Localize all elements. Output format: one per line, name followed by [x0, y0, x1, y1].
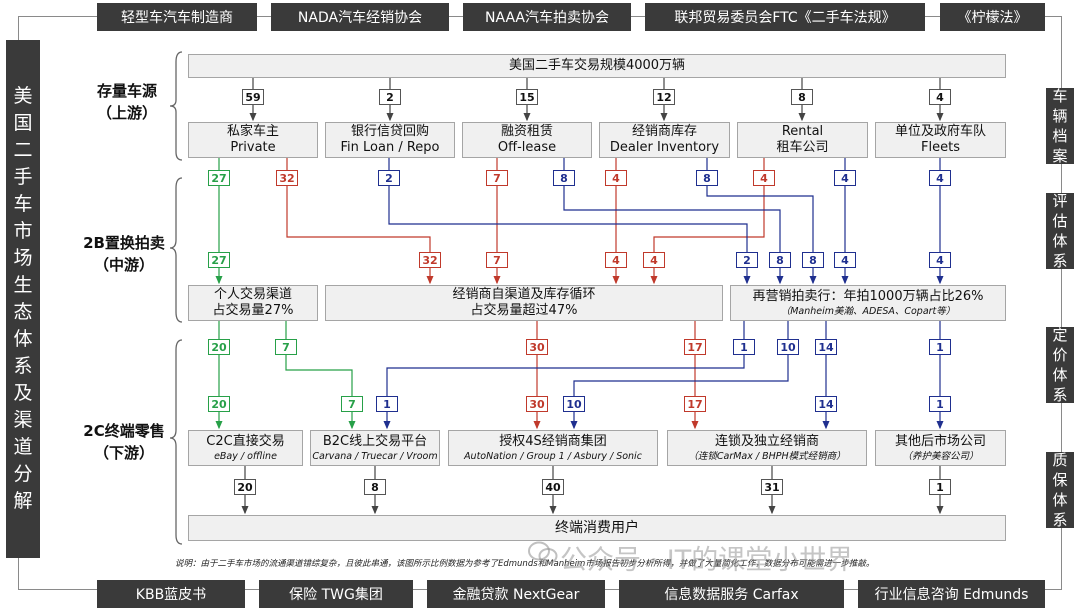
flow-a2-red1: 32	[419, 252, 441, 268]
flow-a2-b4: 4	[834, 252, 856, 268]
flow-b2-blue2: 10	[563, 396, 585, 412]
top-org-1: 轻型车汽车制造商	[97, 3, 257, 31]
top-org-4: 联邦贸易委员会FTC《二手车法规》	[645, 3, 925, 31]
flow-a1-blue4: 4	[834, 170, 856, 186]
flow-b1-blue2: 10	[777, 339, 799, 355]
retail-aftermarket: 其他后市场公司（养护美容公司）	[875, 430, 1006, 466]
footnote: 说明：由于二手车市场的流通渠道错综复杂，且彼此串通，该图所示比例数据为参考了Ed…	[175, 559, 875, 569]
flow-a2-b1: 2	[736, 252, 758, 268]
flow-a2-green: 27	[208, 252, 230, 268]
flow-b2-blue1: 1	[376, 396, 398, 412]
flow-a1-red2: 7	[486, 170, 508, 186]
count-b2c: 8	[364, 479, 386, 495]
flow-a1-blue5: 4	[929, 170, 951, 186]
flow-a1-red4: 4	[753, 170, 775, 186]
right-item-pricing: 定价体系	[1046, 326, 1074, 404]
flow-a1-blue2: 8	[553, 170, 575, 186]
flow-a1-red3: 4	[605, 170, 627, 186]
right-item-evaluation: 评估体系	[1046, 192, 1074, 270]
top-org-2: NADA汽车经销协会	[271, 3, 449, 31]
left-title: 美国二手车市场生态体系及渠道分解	[6, 40, 40, 558]
market-total-box: 美国二手车交易规模4000万辆	[188, 54, 1006, 78]
count-4s: 40	[542, 479, 564, 495]
flow-b2-blue3: 14	[815, 396, 837, 412]
channel-auction: 再营销拍卖行：年拍1000万辆占比26%（Manheim美瀚、ADESA、Cop…	[730, 285, 1006, 321]
flow-b2-red2: 17	[684, 396, 706, 412]
flow-b2-green1: 20	[208, 396, 230, 412]
stage-upstream: 存量车源（上游）	[96, 82, 157, 122]
count-off-lease: 15	[516, 89, 538, 105]
count-c2c: 20	[234, 479, 256, 495]
top-org-5: 《柠檬法》	[940, 3, 1045, 31]
count-aftermarket: 1	[929, 479, 951, 495]
end-consumer-box: 终端消费用户	[188, 515, 1006, 541]
flow-a1-red: 32	[276, 170, 298, 186]
flow-a2-red2: 7	[486, 252, 508, 268]
count-rental: 8	[791, 89, 813, 105]
count-dealer-inventory: 12	[653, 89, 675, 105]
right-item-warranty: 质保体系	[1046, 451, 1074, 529]
flow-b1-green1: 20	[208, 339, 230, 355]
flow-a2-b3: 8	[802, 252, 824, 268]
flow-a2-red4: 4	[643, 252, 665, 268]
bottom-service-1: KBB蓝皮书	[97, 580, 245, 608]
flow-b1-blue1: 1	[733, 339, 755, 355]
count-private: 59	[242, 89, 264, 105]
stage-downstream: 2C终端零售（下游）	[83, 422, 165, 462]
bottom-service-3: 金融贷款 NextGear	[427, 580, 605, 608]
watermark: 公众号 · IT的课堂小世界	[560, 545, 854, 576]
flow-b1-red2: 17	[684, 339, 706, 355]
flow-a1-blue1: 2	[378, 170, 400, 186]
channel-personal: 个人交易渠道占交易量27%	[188, 285, 318, 321]
flow-b1-green2: 7	[275, 339, 297, 355]
count-chain: 31	[761, 479, 783, 495]
top-org-3: NAAA汽车拍卖协会	[463, 3, 631, 31]
flow-a2-b2: 8	[769, 252, 791, 268]
flow-b1-blue4: 1	[929, 339, 951, 355]
flow-a2-b5: 4	[929, 252, 951, 268]
channel-dealer-self: 经销商自渠道及库存循环占交易量超过47%	[325, 285, 723, 321]
flow-a2-red3: 4	[605, 252, 627, 268]
flow-b2-red1: 30	[526, 396, 548, 412]
count-fleets: 4	[929, 89, 951, 105]
bottom-service-2: 保险 TWG集团	[259, 580, 413, 608]
retail-chain-dealer: 连锁及独立经销商（连锁CarMax / BHPH模式经销商）	[667, 430, 867, 466]
bottom-service-4: 信息数据服务 Carfax	[619, 580, 844, 608]
flow-b2-green2: 7	[341, 396, 363, 412]
right-item-vehicle-records: 车辆档案	[1046, 87, 1074, 165]
count-fin-loan: 2	[379, 89, 401, 105]
flow-b2-blue4: 1	[929, 396, 951, 412]
flow-b1-red1: 30	[526, 339, 548, 355]
flow-a1-green: 27	[208, 170, 230, 186]
bottom-service-5: 行业信息咨询 Edmunds	[858, 580, 1045, 608]
flow-a1-blue3: 8	[696, 170, 718, 186]
wechat-icon	[528, 541, 558, 564]
stage-midstream: 2B置换拍卖（中游）	[83, 234, 165, 274]
flow-b1-blue3: 14	[815, 339, 837, 355]
